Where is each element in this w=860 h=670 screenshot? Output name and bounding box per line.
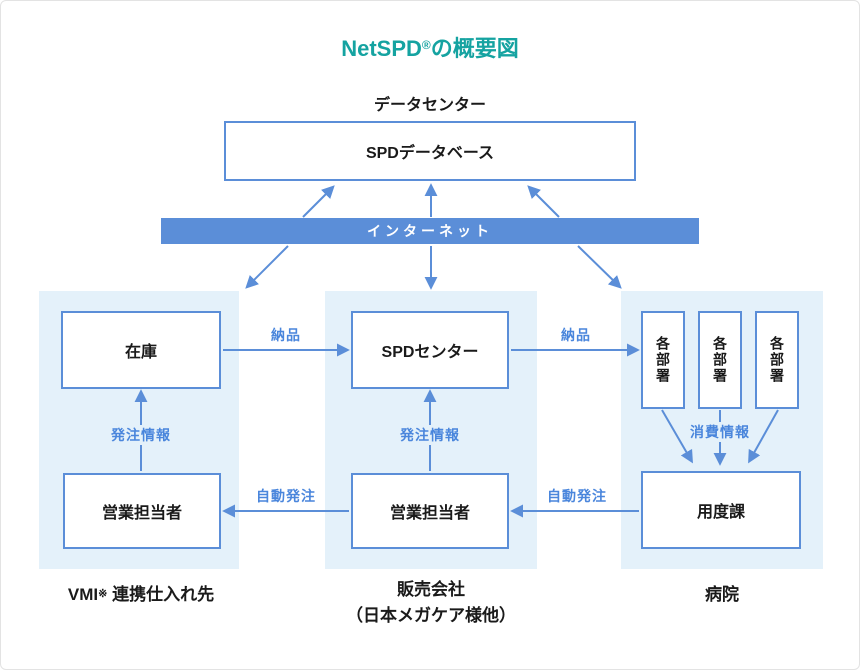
department-box-2: 各部署 <box>698 311 742 409</box>
sales-company-caption-line2: （日本メガケア様他） <box>346 606 516 626</box>
page-title: NetSPD®の概要図 <box>1 31 859 63</box>
hospital-caption: 病院 <box>705 585 739 604</box>
department-box-3: 各部署 <box>755 311 799 409</box>
spd-center-box: SPDセンター <box>351 311 509 389</box>
sales-company-sales-rep-label: 営業担当者 <box>389 505 470 522</box>
spd-center-label: SPDセンター <box>381 344 479 361</box>
department-label-3: 各部署 <box>769 336 785 384</box>
supplier-caption-pre: VMI <box>67 585 99 604</box>
internet-bar: インターネット <box>161 218 699 244</box>
arrow-internet-to-hospital <box>577 245 622 289</box>
internet-label: インターネット <box>367 223 493 239</box>
department-label-2: 各部署 <box>712 336 728 384</box>
delivery-label-2: 納品 <box>561 327 591 343</box>
auto-order-label-2: 自動発注 <box>547 488 607 504</box>
department-label-1: 各部署 <box>655 336 671 384</box>
arrow-consumption-dept3 <box>748 409 779 464</box>
spd-database-box: SPDデータベース <box>224 121 636 181</box>
delivery-label-1: 納品 <box>271 327 301 343</box>
inventory-label: 在庫 <box>124 344 157 361</box>
sales-company-sales-rep-box: 営業担当者 <box>351 473 509 549</box>
arrow-internet-to-db-left <box>302 185 335 218</box>
sales-company-caption: 販売会社 （日本メガケア様他） <box>346 577 516 630</box>
order-info-label-2: 発注情報 <box>397 425 463 445</box>
consumption-info-label: 消費情報 <box>687 422 753 442</box>
supply-division-box: 用度課 <box>641 471 801 549</box>
department-box-1: 各部署 <box>641 311 685 409</box>
title-brand: NetSPD <box>341 36 422 61</box>
sales-company-caption-line1: 販売会社 <box>397 580 465 599</box>
title-suffix: の概要図 <box>430 36 519 61</box>
supplier-caption-note-mark: ※ <box>98 588 108 600</box>
supply-division-label: 用度課 <box>696 504 745 521</box>
inventory-box: 在庫 <box>61 311 221 389</box>
supplier-sales-rep-box: 営業担当者 <box>63 473 221 549</box>
supplier-caption-post: 連携仕入れ先 <box>107 585 215 604</box>
arrow-internet-to-supplier <box>245 245 289 289</box>
arrow-internet-to-db-right <box>527 185 560 218</box>
arrow-consumption-dept1 <box>661 409 693 464</box>
data-center-label: データセンター <box>373 97 486 114</box>
supplier-sales-rep-label: 営業担当者 <box>101 505 182 522</box>
order-info-label-1: 発注情報 <box>108 425 174 445</box>
spd-database-label: SPDデータベース <box>365 145 495 162</box>
supplier-caption: VMI※ 連携仕入れ先 <box>68 582 214 608</box>
registered-trademark-symbol: ® <box>421 38 431 52</box>
auto-order-label-1: 自動発注 <box>256 488 316 504</box>
